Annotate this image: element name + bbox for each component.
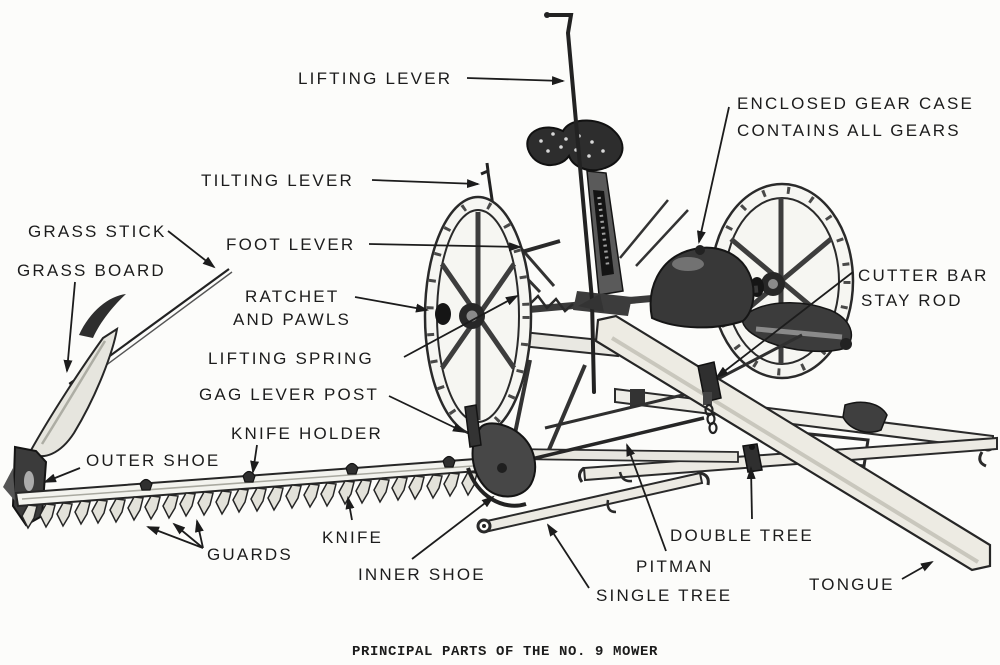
leader-cutter-bar-stay-rod <box>715 271 854 379</box>
leader-tongue <box>901 561 934 580</box>
leader-enclosed-gear-case <box>696 106 730 244</box>
label-single-tree: SINGLE TREE <box>596 586 732 605</box>
label-cutter-bar-stay-rod-line1: CUTTER BAR <box>858 266 989 285</box>
leader-guards-1 <box>146 526 204 549</box>
label-lifting-spring: LIFTING SPRING <box>208 349 374 368</box>
leader-ratchet-pawls <box>354 296 429 313</box>
gear-case <box>649 245 755 329</box>
leader-outer-shoe <box>43 467 81 483</box>
leader-knife <box>345 496 355 521</box>
label-ratchet-line2: AND PAWLS <box>233 310 351 329</box>
leader-guards-2 <box>172 522 204 549</box>
leader-tilting-lever <box>371 179 480 189</box>
label-lifting-lever: LIFTING LEVER <box>298 69 452 88</box>
leader-inner-shoe <box>411 495 495 560</box>
label-grass-stick: GRASS STICK <box>28 222 167 241</box>
tongue-beam <box>594 314 992 572</box>
label-inner-shoe: INNER SHOE <box>358 565 486 584</box>
grass-board-blade <box>28 294 126 458</box>
label-knife: KNIFE <box>322 528 383 547</box>
leader-gag-lever-post <box>388 395 466 433</box>
label-double-tree: DOUBLE TREE <box>670 526 814 545</box>
leader-lifting-spring <box>403 295 519 358</box>
label-gag-lever-post: GAG LEVER POST <box>199 385 379 404</box>
label-knife-holder: KNIFE HOLDER <box>231 424 383 443</box>
leader-knife-holder <box>250 444 260 474</box>
label-outer-shoe: OUTER SHOE <box>86 451 220 470</box>
leader-pitman <box>626 443 667 552</box>
leader-lines <box>43 76 934 589</box>
label-guards: GUARDS <box>207 545 293 564</box>
label-enclosed-gear-case-line2: CONTAINS ALL GEARS <box>737 121 961 140</box>
leader-grass-stick <box>167 230 216 269</box>
mower-illustration <box>3 12 998 572</box>
label-tongue: TONGUE <box>809 575 895 594</box>
lifting-lever-rod <box>544 12 604 394</box>
leader-foot-lever <box>368 242 522 252</box>
single-tree-bar <box>476 471 710 534</box>
label-cutter-bar-stay-rod-line2: STAY ROD <box>861 291 963 310</box>
leader-guards-3 <box>194 519 204 549</box>
leader-single-tree <box>546 523 590 589</box>
left-drive-wheel <box>423 195 533 437</box>
seat-and-post <box>526 119 632 316</box>
lift-crank-assembly <box>741 301 853 353</box>
label-pitman: PITMAN <box>636 557 713 576</box>
label-ratchet-line1: RATCHET <box>245 287 339 306</box>
label-foot-lever: FOOT LEVER <box>226 235 355 254</box>
figure-caption: PRINCIPAL PARTS OF THE NO. 9 MOWER <box>352 644 658 660</box>
leader-double-tree <box>746 466 756 520</box>
labels: LIFTING LEVER ENCLOSED GEAR CASE CONTAIN… <box>17 69 989 605</box>
leader-grass-board <box>63 281 76 373</box>
label-enclosed-gear-case-line1: ENCLOSED GEAR CASE <box>737 94 974 113</box>
leader-lifting-lever <box>466 76 565 86</box>
label-tilting-lever: TILTING LEVER <box>201 171 354 190</box>
label-grass-board: GRASS BOARD <box>17 261 166 280</box>
